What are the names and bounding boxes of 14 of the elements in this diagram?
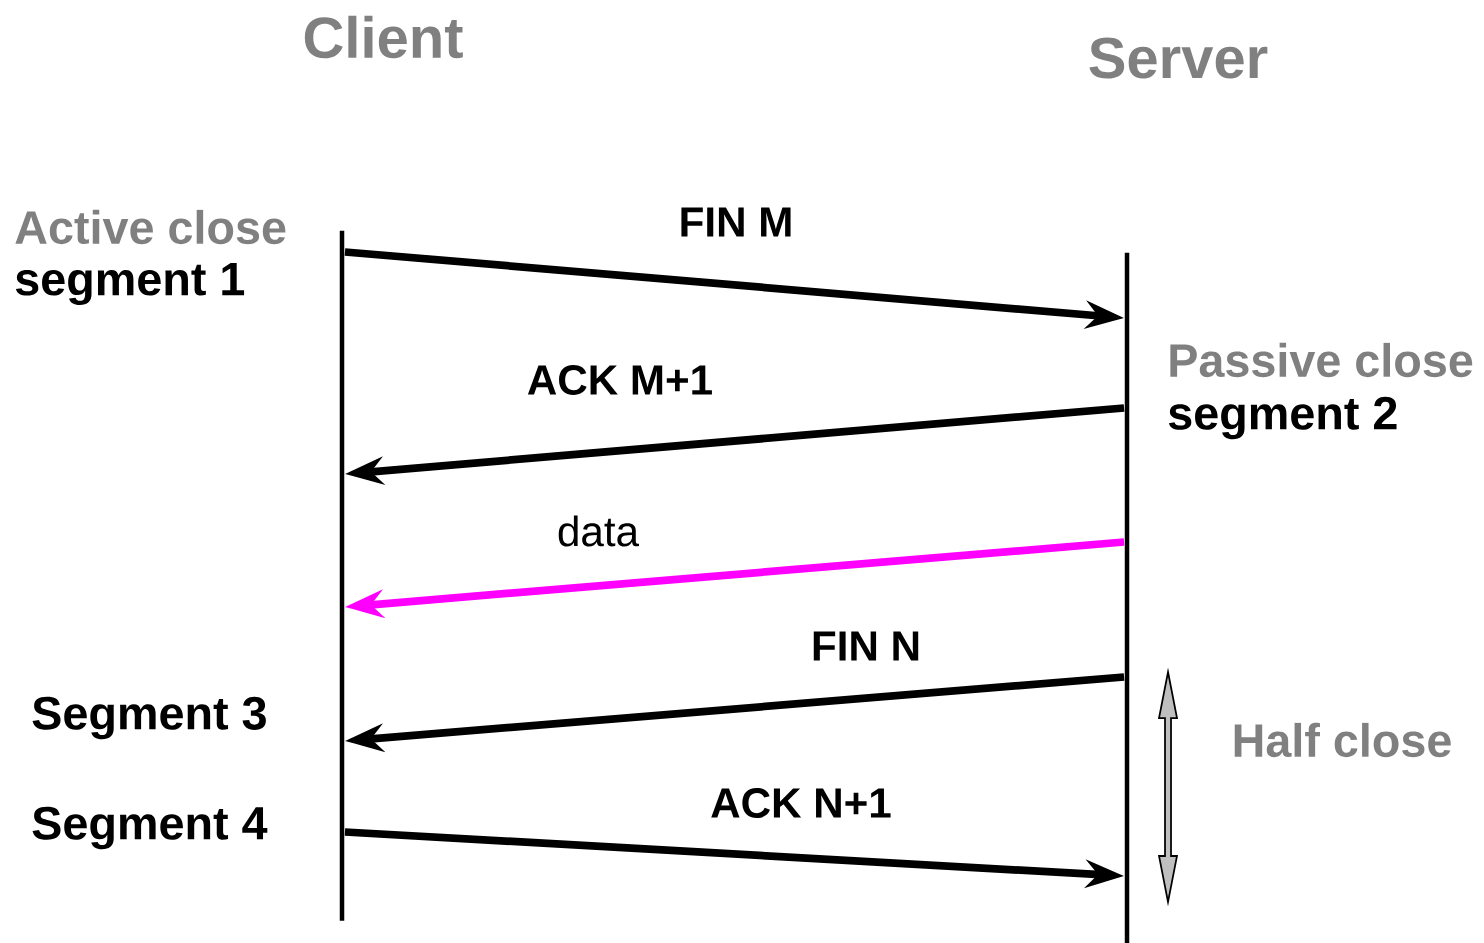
- lifeline-heading: Server: [1089, 37, 1268, 79]
- text-label: Active close: [15, 209, 286, 245]
- edge-label: ACK N+1: [706, 784, 896, 822]
- text-label: Segment 3: [32, 696, 266, 740]
- text-label: segment 1: [15, 263, 245, 306]
- text-label: Passive close: [1170, 342, 1473, 378]
- edge-label: FIN N: [807, 628, 925, 665]
- text-label: segment 2: [1168, 396, 1397, 440]
- edge-label: ACK M+1: [523, 361, 717, 399]
- text-label: Half close: [1234, 722, 1451, 758]
- edge-label: FIN M: [675, 203, 797, 240]
- edge-label: data: [553, 512, 643, 550]
- lifeline-heading: Client: [304, 15, 463, 59]
- text-label: Segment 4: [32, 806, 268, 850]
